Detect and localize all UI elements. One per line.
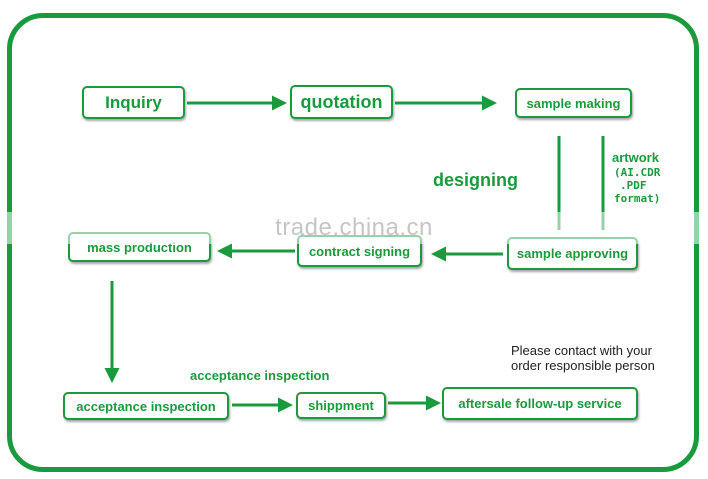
label-designing: designing: [433, 170, 518, 190]
node-acceptance-inspection: acceptance inspection: [63, 392, 229, 420]
label-acceptance-inspection-caption: acceptance inspection: [190, 368, 330, 383]
node-inquiry: Inquiry: [82, 86, 185, 119]
label-artwork: artwork: [612, 150, 659, 165]
node-aftersale: aftersale follow-up service: [442, 387, 638, 420]
contact-note-line-1: Please contact with your: [511, 343, 652, 358]
contact-note-line-2: order responsible person: [511, 358, 655, 373]
watermark: trade.china.cn: [275, 214, 433, 241]
node-shippment: shippment: [296, 392, 386, 419]
node-sample-making: sample making: [515, 88, 632, 118]
watermark-band: [0, 212, 708, 244]
label-artwork-format-1: (AI.CDR: [614, 166, 661, 179]
contact-note: Please contact with your order responsib…: [511, 343, 655, 373]
label-artwork-format-3: format): [614, 192, 661, 205]
node-quotation: quotation: [290, 85, 393, 119]
label-artwork-format-2: .PDF: [620, 179, 647, 192]
